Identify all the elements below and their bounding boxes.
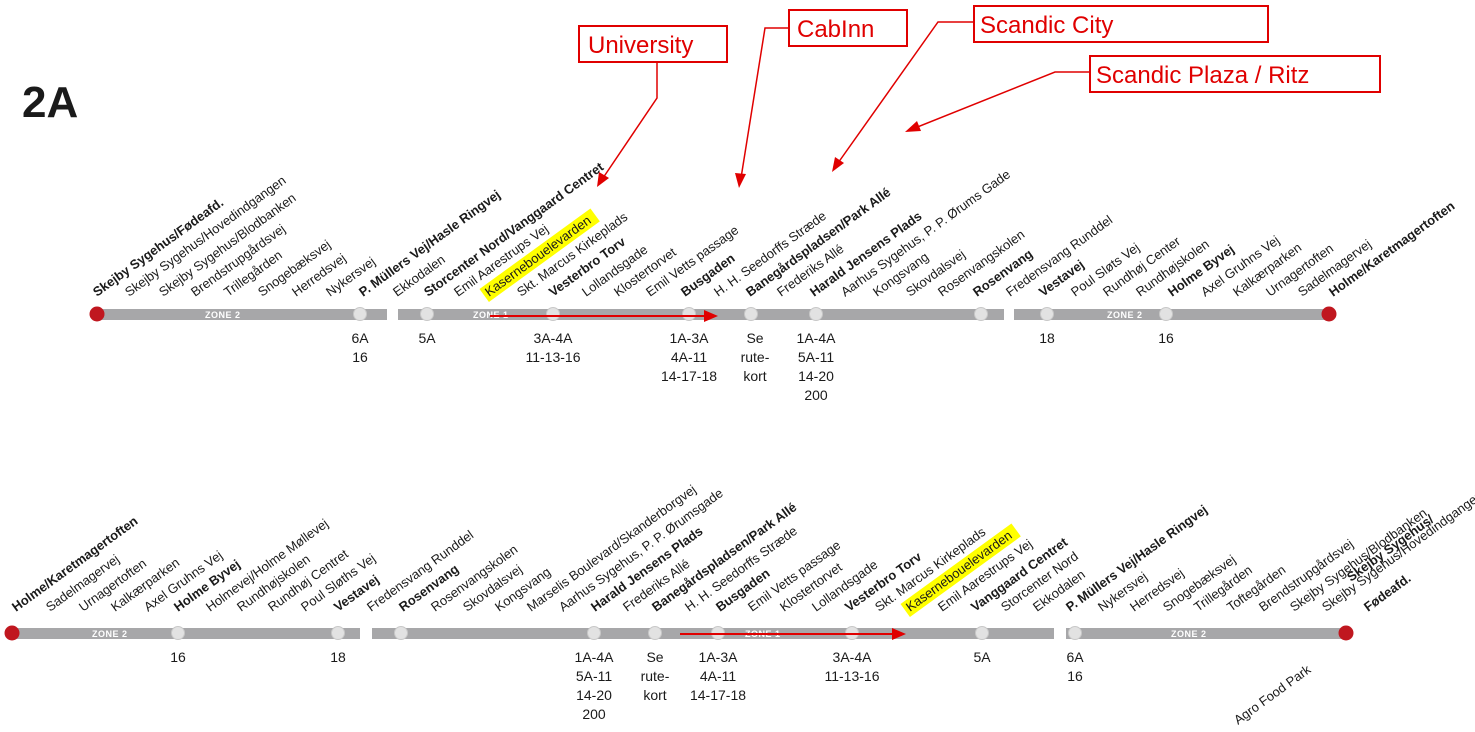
row1-zone-mid-bar	[398, 309, 1004, 320]
row1-connection-c2: 5A	[418, 330, 436, 346]
row2-connection-c2: 18	[330, 649, 346, 665]
direction-arrow-row2	[680, 628, 906, 640]
row1-stop-labels: Skejby Sygehus/Fødeafd.Skejby Sygehus/Ho…	[90, 159, 1458, 302]
row2-zone-left-label: ZONE 2	[92, 629, 128, 639]
row2-transfer-dot	[331, 626, 345, 640]
direction-arrow-row1	[490, 310, 718, 322]
row1-transfer-dot	[1159, 307, 1173, 321]
row1-transfer-dot	[546, 307, 560, 321]
row2-highlight-kasernebouelevarden	[900, 523, 1021, 617]
row1-transfer-stops	[353, 307, 1173, 321]
row2-stop-agro-food-park: Agro Food Park	[1231, 661, 1314, 727]
row1-transfer-dot	[744, 307, 758, 321]
route-title: 2A	[22, 78, 78, 127]
callout-cabinn: CabInn	[735, 9, 908, 188]
row2-transfer-dot	[1068, 626, 1082, 640]
row1-zone-left-bar	[97, 309, 387, 320]
row1-transfer-dot	[682, 307, 696, 321]
row2-transfer-dot	[394, 626, 408, 640]
row2-stop-skejby-sygehus-blodbanken: Skejby Sygehus/Blodbanken	[1287, 505, 1430, 614]
row1-terminal-end	[1321, 306, 1337, 322]
row1-transfer-dot	[809, 307, 823, 321]
row2-transfer-dot	[171, 626, 185, 640]
callout-scandic-city-label: Scandic City	[980, 12, 1113, 39]
callout-university-label: University	[588, 32, 693, 59]
row2-zone-left-bar	[12, 628, 360, 639]
callout-scandic-city: Scandic City	[832, 5, 1269, 172]
row1-zone-left-label: ZONE 2	[205, 310, 241, 320]
row1-terminal-start	[89, 306, 105, 322]
row1-transfer-dot	[974, 307, 988, 321]
row2-line: ZONE 2 ZONE 1 ZONE 2	[4, 625, 1354, 641]
row2-connection-c7: 5A	[973, 649, 991, 665]
row2-terminal-start	[4, 625, 20, 641]
callout-cabinn-label: CabInn	[797, 16, 874, 43]
callout-scandic-plaza-label: Scandic Plaza / Ritz	[1096, 62, 1309, 89]
row1-highlight-kasernebouelevarden	[479, 208, 600, 302]
row1-zone-right-label: ZONE 2	[1107, 310, 1143, 320]
row1-connection-c8: 16	[1158, 330, 1174, 346]
row2-connection-c1: 16	[170, 649, 186, 665]
row1-transfer-dot	[420, 307, 434, 321]
row2-terminal-end	[1338, 625, 1354, 641]
row2-transfer-dot	[648, 626, 662, 640]
callout-university: University	[578, 25, 728, 187]
row2-zone-right-label: ZONE 2	[1171, 629, 1207, 639]
row1-transfer-dot	[353, 307, 367, 321]
row1-stop-holme-karetmagertoften: Holme/Karetmagertoften	[1326, 198, 1458, 299]
row1-connection-c7: 18	[1039, 330, 1055, 346]
row2-transfer-stops	[171, 626, 1082, 640]
row1-transfer-dot	[1040, 307, 1054, 321]
row2-zone-right-bar	[1066, 628, 1346, 639]
row2-stop-skejby-sygehus: Skejby Sygehus/	[1344, 511, 1437, 584]
callout-scandic-plaza: Scandic Plaza / Ritz	[905, 55, 1381, 132]
row2-transfer-dot	[975, 626, 989, 640]
row2-transfer-dot	[587, 626, 601, 640]
